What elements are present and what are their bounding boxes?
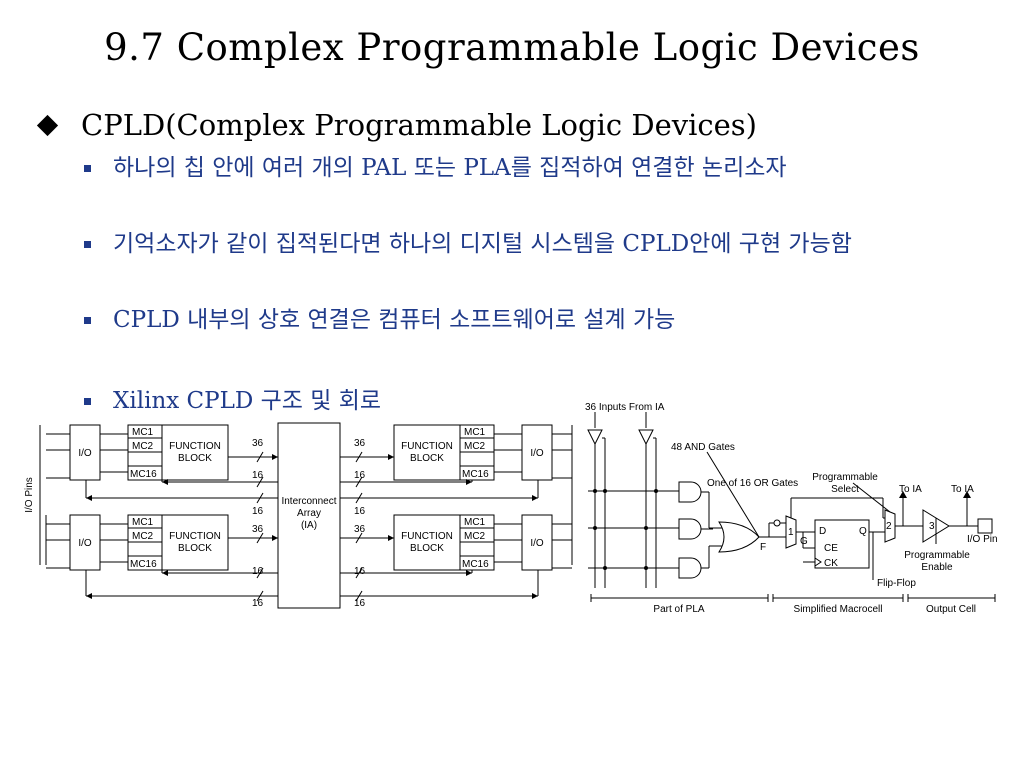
mc2-label: MC2 (132, 531, 154, 542)
function-block-label: FUNCTION (401, 441, 453, 452)
mc16-label: MC16 (462, 469, 489, 480)
interconnect-label: Interconnect (281, 496, 336, 507)
mc2-label: MC2 (464, 441, 486, 452)
mc1-label: MC1 (132, 517, 154, 528)
prog-enable-label: Programmable (904, 550, 970, 561)
bus-16-label: 16 (252, 598, 264, 609)
mc1-label: MC1 (464, 517, 486, 528)
square-bullet-icon (84, 241, 91, 248)
and-gates-label: 48 AND Gates (671, 442, 735, 453)
part-pla-label: Part of PLA (653, 604, 704, 615)
bullet-cpld: CPLD(Complex Programmable Logic Devices) (36, 108, 757, 142)
inputs-label: 36 Inputs From IA (585, 402, 665, 413)
mc16-label: MC16 (130, 469, 157, 480)
bus-16-label: 16 (252, 470, 264, 481)
prog-select-label: Programmable (812, 472, 878, 483)
square-bullet-icon (84, 165, 91, 172)
subbullet-4: Xilinx CPLD 구조 및 회로 (84, 383, 984, 419)
function-block-label: BLOCK (410, 453, 444, 464)
io-label: I/O (530, 538, 544, 549)
macrocell-label: Simplified Macrocell (794, 604, 883, 615)
cpld-architecture-diagram: I/O Pins (24, 422, 573, 609)
diamond-bullet-icon (36, 114, 59, 136)
bus-16-label: 16 (252, 506, 264, 517)
subbullet-1: 하나의 칩 안에 여러 개의 PAL 또는 PLA를 집적하여 연결한 논리소자 (84, 150, 984, 186)
function-block-label: FUNCTION (169, 531, 221, 542)
d-label: D (819, 526, 826, 537)
mux2-label: 2 (886, 521, 892, 532)
mc2-label: MC2 (464, 531, 486, 542)
mux3-label: 3 (929, 521, 935, 532)
to-ia-label: To IA (899, 484, 922, 495)
bus-16-label: 16 (354, 566, 366, 577)
interconnect-label: (IA) (301, 520, 317, 531)
prog-select-label: Select (831, 484, 859, 495)
bullet-cpld-text: CPLD(Complex Programmable Logic Devices) (81, 108, 757, 142)
io-pins-label: I/O Pins (24, 477, 35, 513)
io-label: I/O (78, 538, 92, 549)
bus-16-label: 16 (252, 566, 264, 577)
bus-36-label: 36 (252, 524, 264, 535)
mc1-label: MC1 (132, 427, 154, 438)
function-block-label: FUNCTION (401, 531, 453, 542)
ck-label: CK (824, 558, 838, 569)
to-ia-label: To IA (951, 484, 974, 495)
square-bullet-icon (84, 398, 91, 405)
bus-16-label: 16 (354, 506, 366, 517)
mc16-label: MC16 (130, 559, 157, 570)
bus-16-label: 16 (354, 470, 366, 481)
output-cell-label: Output Cell (926, 604, 976, 615)
function-block-label: BLOCK (178, 453, 212, 464)
function-block-label: BLOCK (410, 543, 444, 554)
f-label: F (760, 542, 766, 553)
g-label: G (800, 536, 808, 547)
subbullet-text: 기억소자가 같이 집적된다면 하나의 디지털 시스템을 CPLD안에 구현 가능… (113, 231, 852, 257)
flipflop-label: Flip-Flop (877, 578, 916, 589)
subbullet-text: 하나의 칩 안에 여러 개의 PAL 또는 PLA를 집적하여 연결한 논리소자 (113, 155, 787, 181)
bus-36-label: 36 (252, 438, 264, 449)
function-block-label: BLOCK (178, 543, 212, 554)
slide-title: 9.7 Complex Programmable Logic Devices (104, 26, 920, 69)
prog-enable-label: Enable (921, 562, 953, 573)
or-gates-label: One of 16 OR Gates (707, 478, 798, 489)
io-label: I/O (530, 448, 544, 459)
function-block-label: FUNCTION (169, 441, 221, 452)
bus-36-label: 36 (354, 438, 366, 449)
subbullet-text: CPLD 내부의 상호 연결은 컴퓨터 소프트웨어로 설계 가능 (113, 307, 676, 333)
interconnect-label: Array (297, 508, 321, 519)
mux1-label: 1 (788, 527, 794, 538)
io-pin-label: I/O Pin (967, 534, 998, 545)
ce-label: CE (824, 543, 838, 554)
square-bullet-icon (84, 317, 91, 324)
mc2-label: MC2 (132, 441, 154, 452)
subbullet-2: 기억소자가 같이 집적된다면 하나의 디지털 시스템을 CPLD안에 구현 가능… (84, 226, 984, 262)
macrocell-diagram: 36 Inputs From IA 48 AND Gates One of 16… (585, 402, 998, 615)
q-label: Q (859, 526, 867, 537)
mc16-label: MC16 (462, 559, 489, 570)
subbullet-3: CPLD 내부의 상호 연결은 컴퓨터 소프트웨어로 설계 가능 (84, 302, 984, 338)
bus-36-label: 36 (354, 524, 366, 535)
mc1-label: MC1 (464, 427, 486, 438)
bus-16-label: 16 (354, 598, 366, 609)
subbullet-text: Xilinx CPLD 구조 및 회로 (113, 388, 382, 414)
io-label: I/O (78, 448, 92, 459)
